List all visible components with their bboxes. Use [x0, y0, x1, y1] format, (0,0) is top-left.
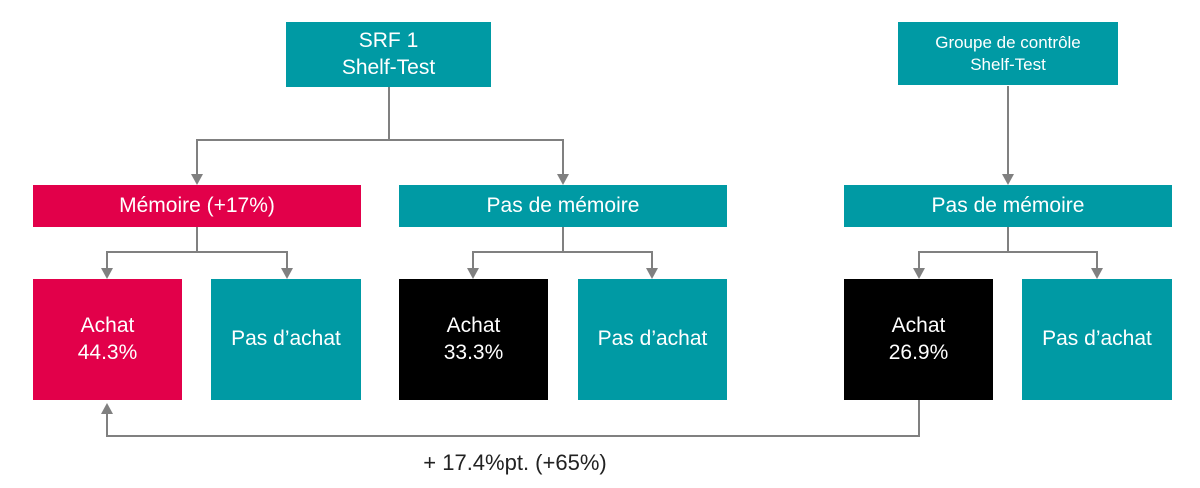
arrowhead	[646, 268, 658, 279]
achat-control-box: Achat 26.9%	[844, 279, 993, 400]
control-group-box: Groupe de contrôle Shelf-Test	[898, 22, 1118, 85]
arrow-pasmemoire1-split	[472, 227, 653, 269]
srf-shelf-test-box: SRF 1 Shelf-Test	[286, 22, 491, 87]
pas-achat-box-1: Pas d’achat	[211, 279, 361, 400]
pas-memoire-box-2: Pas de mémoire	[844, 185, 1172, 227]
pas-memoire-box-1: Pas de mémoire	[399, 185, 727, 227]
srf-line2: Shelf-Test	[341, 55, 436, 79]
arrowhead	[467, 268, 479, 279]
arrow-srf-split	[196, 87, 564, 175]
achat-memoire-box: Achat 44.3%	[33, 279, 182, 400]
pas-achat-box-3: Pas d’achat	[1022, 279, 1172, 400]
arrowhead	[913, 268, 925, 279]
arrowhead	[557, 174, 569, 185]
arrowhead	[1002, 174, 1014, 185]
pas-memoire-label: Pas de mémoire	[931, 193, 1085, 217]
memoire-box: Mémoire (+17%)	[33, 185, 361, 227]
pas-achat-label: Pas d’achat	[1042, 327, 1152, 351]
comparison-bracket	[106, 400, 920, 437]
achat-label: Achat	[446, 314, 501, 338]
pas-memoire-label: Pas de mémoire	[486, 193, 640, 217]
pas-achat-label: Pas d’achat	[231, 327, 341, 351]
achat-label: Achat	[891, 314, 946, 338]
arrowhead	[191, 174, 203, 185]
srf-line1: SRF 1	[358, 29, 419, 53]
achat-value: 44.3%	[77, 340, 138, 364]
pas-achat-box-2: Pas d’achat	[578, 279, 727, 400]
achat-value: 33.3%	[443, 340, 504, 364]
arrowhead	[101, 403, 113, 414]
difference-annotation: + 17.4%pt. (+65%)	[423, 450, 607, 475]
achat-label: Achat	[80, 314, 135, 338]
control-line2: Shelf-Test	[970, 54, 1046, 74]
achat-value: 26.9%	[888, 340, 949, 364]
arrowhead	[101, 268, 113, 279]
arrowhead	[281, 268, 293, 279]
memoire-label: Mémoire (+17%)	[119, 193, 275, 217]
arrowhead	[1091, 268, 1103, 279]
arrow-memoire-split	[106, 227, 288, 269]
control-line1: Groupe de contrôle	[935, 33, 1081, 53]
pas-achat-label: Pas d’achat	[597, 327, 708, 351]
achat-pas-memoire-box: Achat 33.3%	[399, 279, 548, 400]
arrow-pasmemoire2-split	[918, 227, 1098, 269]
